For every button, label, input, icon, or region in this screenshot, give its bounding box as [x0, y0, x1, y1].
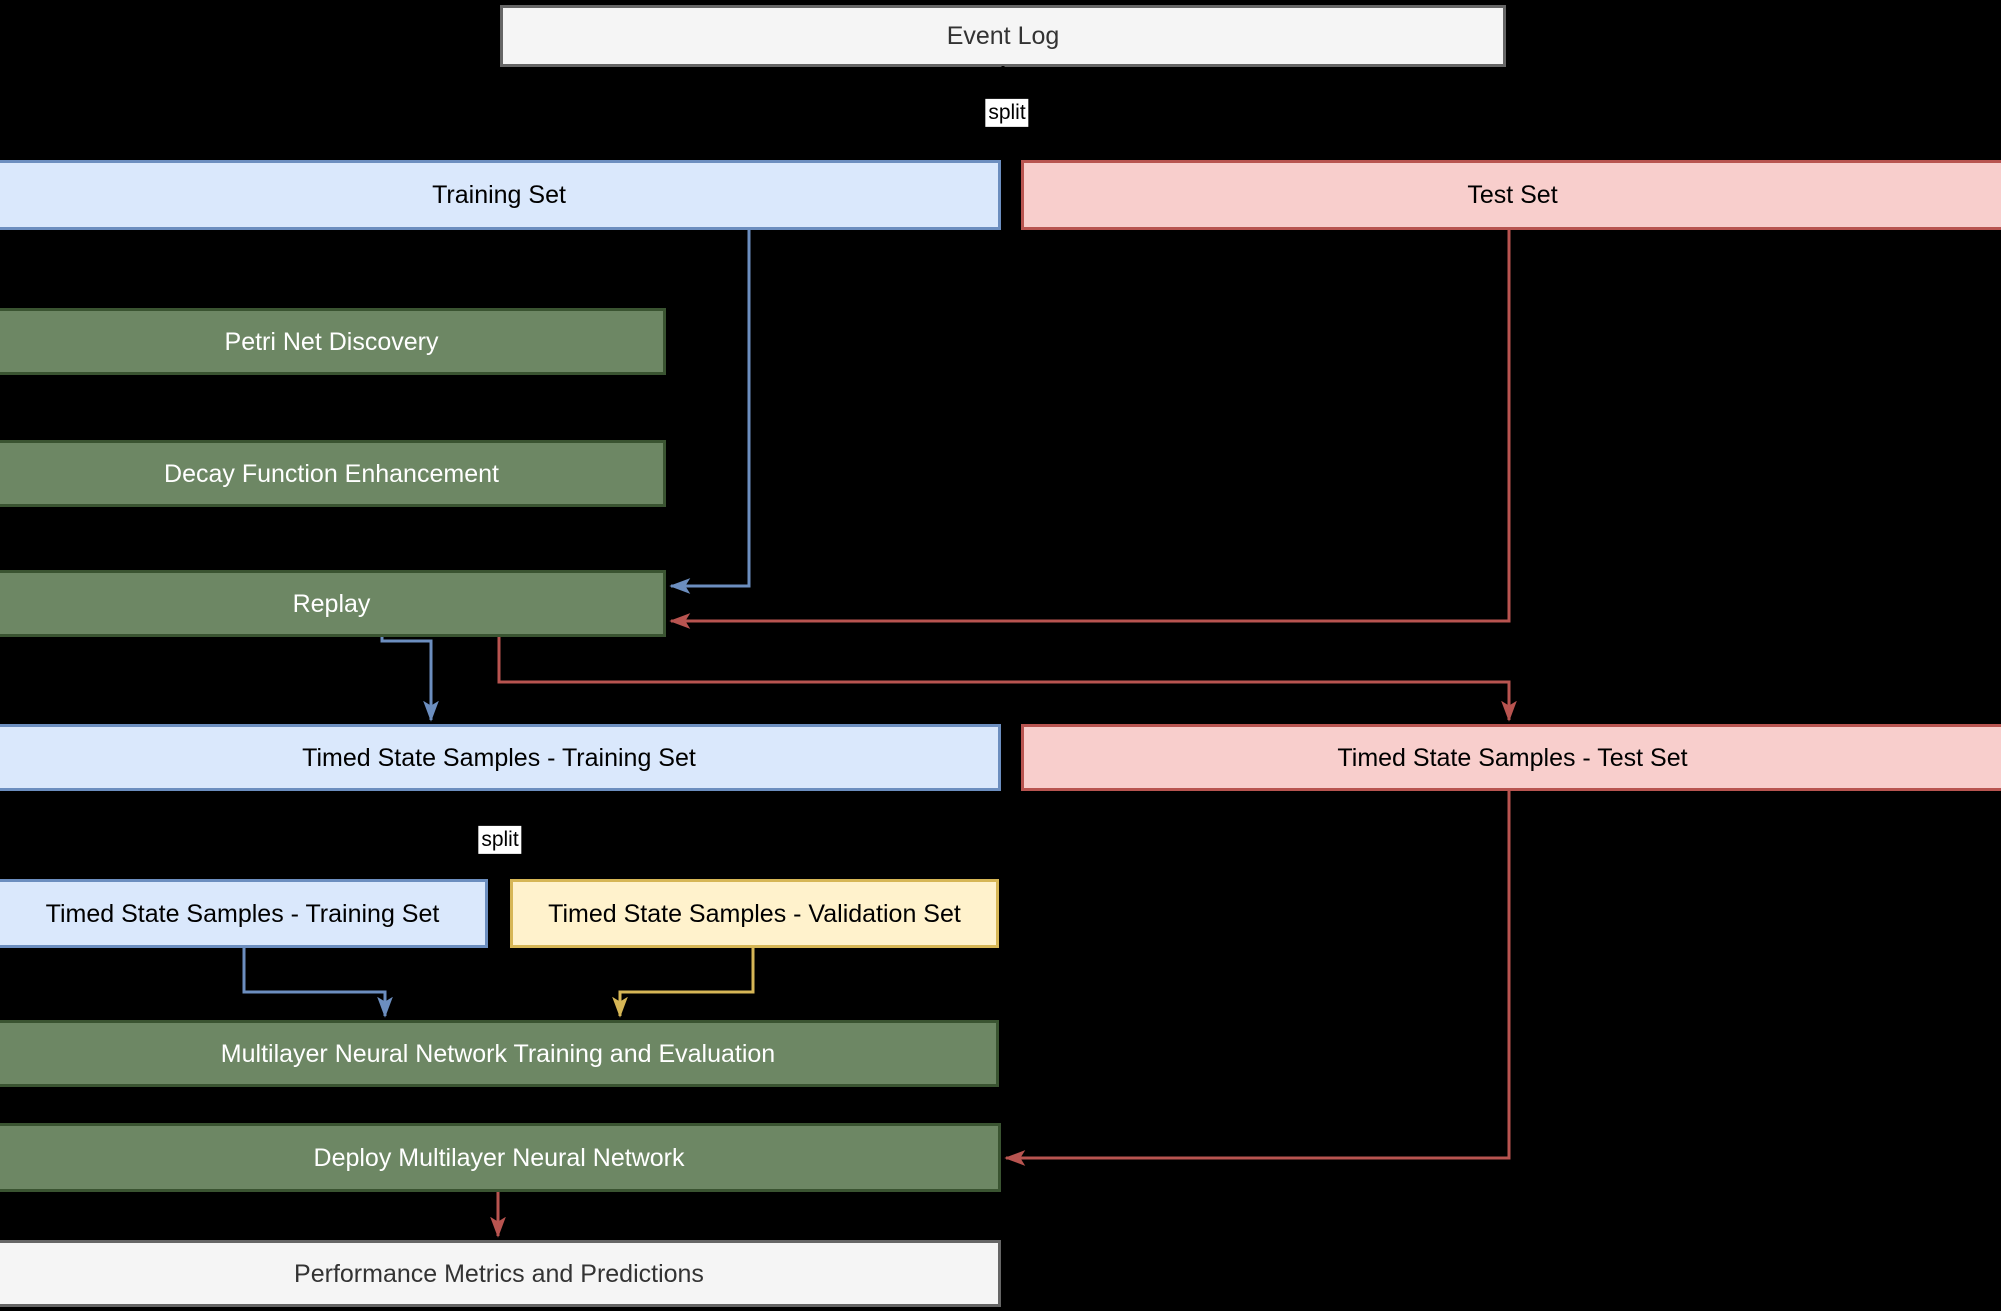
edge-event-log-to-test-set — [1001, 66, 1517, 159]
edge-tss-training-to-validation — [498, 791, 761, 877]
node-replay[interactable]: Replay — [0, 570, 666, 637]
node-petri-net-discovery[interactable]: Petri Net Discovery — [0, 308, 666, 375]
node-event-log[interactable]: Event Log — [500, 5, 1506, 67]
edge-test-set-to-replay — [669, 230, 1511, 629]
node-training-set[interactable]: Training Set — [0, 160, 1001, 230]
edge-label-split-bottom: split — [478, 825, 522, 855]
node-mlnn-training[interactable]: Multilayer Neural Network Training and E… — [0, 1020, 999, 1087]
edge-training-set-to-replay — [669, 230, 751, 594]
edge-replay-to-tss-test — [497, 637, 1517, 722]
edge-tss-training-to-small — [236, 791, 502, 877]
edge-replay-to-tss-training — [380, 637, 439, 722]
node-test-set[interactable]: Test Set — [1021, 160, 2001, 230]
node-performance-metrics[interactable]: Performance Metrics and Predictions — [0, 1240, 1001, 1307]
node-tss-training-small[interactable]: Timed State Samples - Training Set — [0, 879, 488, 948]
node-tss-test[interactable]: Timed State Samples - Test Set — [1021, 724, 2001, 791]
edge-tss-validation-to-mlnn — [612, 948, 755, 1018]
edge-label-split-top: split — [985, 98, 1029, 128]
edge-tss-training-small-to-mlnn — [242, 948, 393, 1018]
node-tss-training[interactable]: Timed State Samples - Training Set — [0, 724, 1001, 791]
node-tss-validation[interactable]: Timed State Samples - Validation Set — [510, 879, 999, 948]
node-decay-function-enhancement[interactable]: Decay Function Enhancement — [0, 440, 666, 507]
node-deploy-mlnn[interactable]: Deploy Multilayer Neural Network — [0, 1123, 1001, 1192]
edge-tss-test-to-deploy — [1004, 791, 1511, 1166]
edge-event-log-to-training-set — [490, 66, 1005, 159]
